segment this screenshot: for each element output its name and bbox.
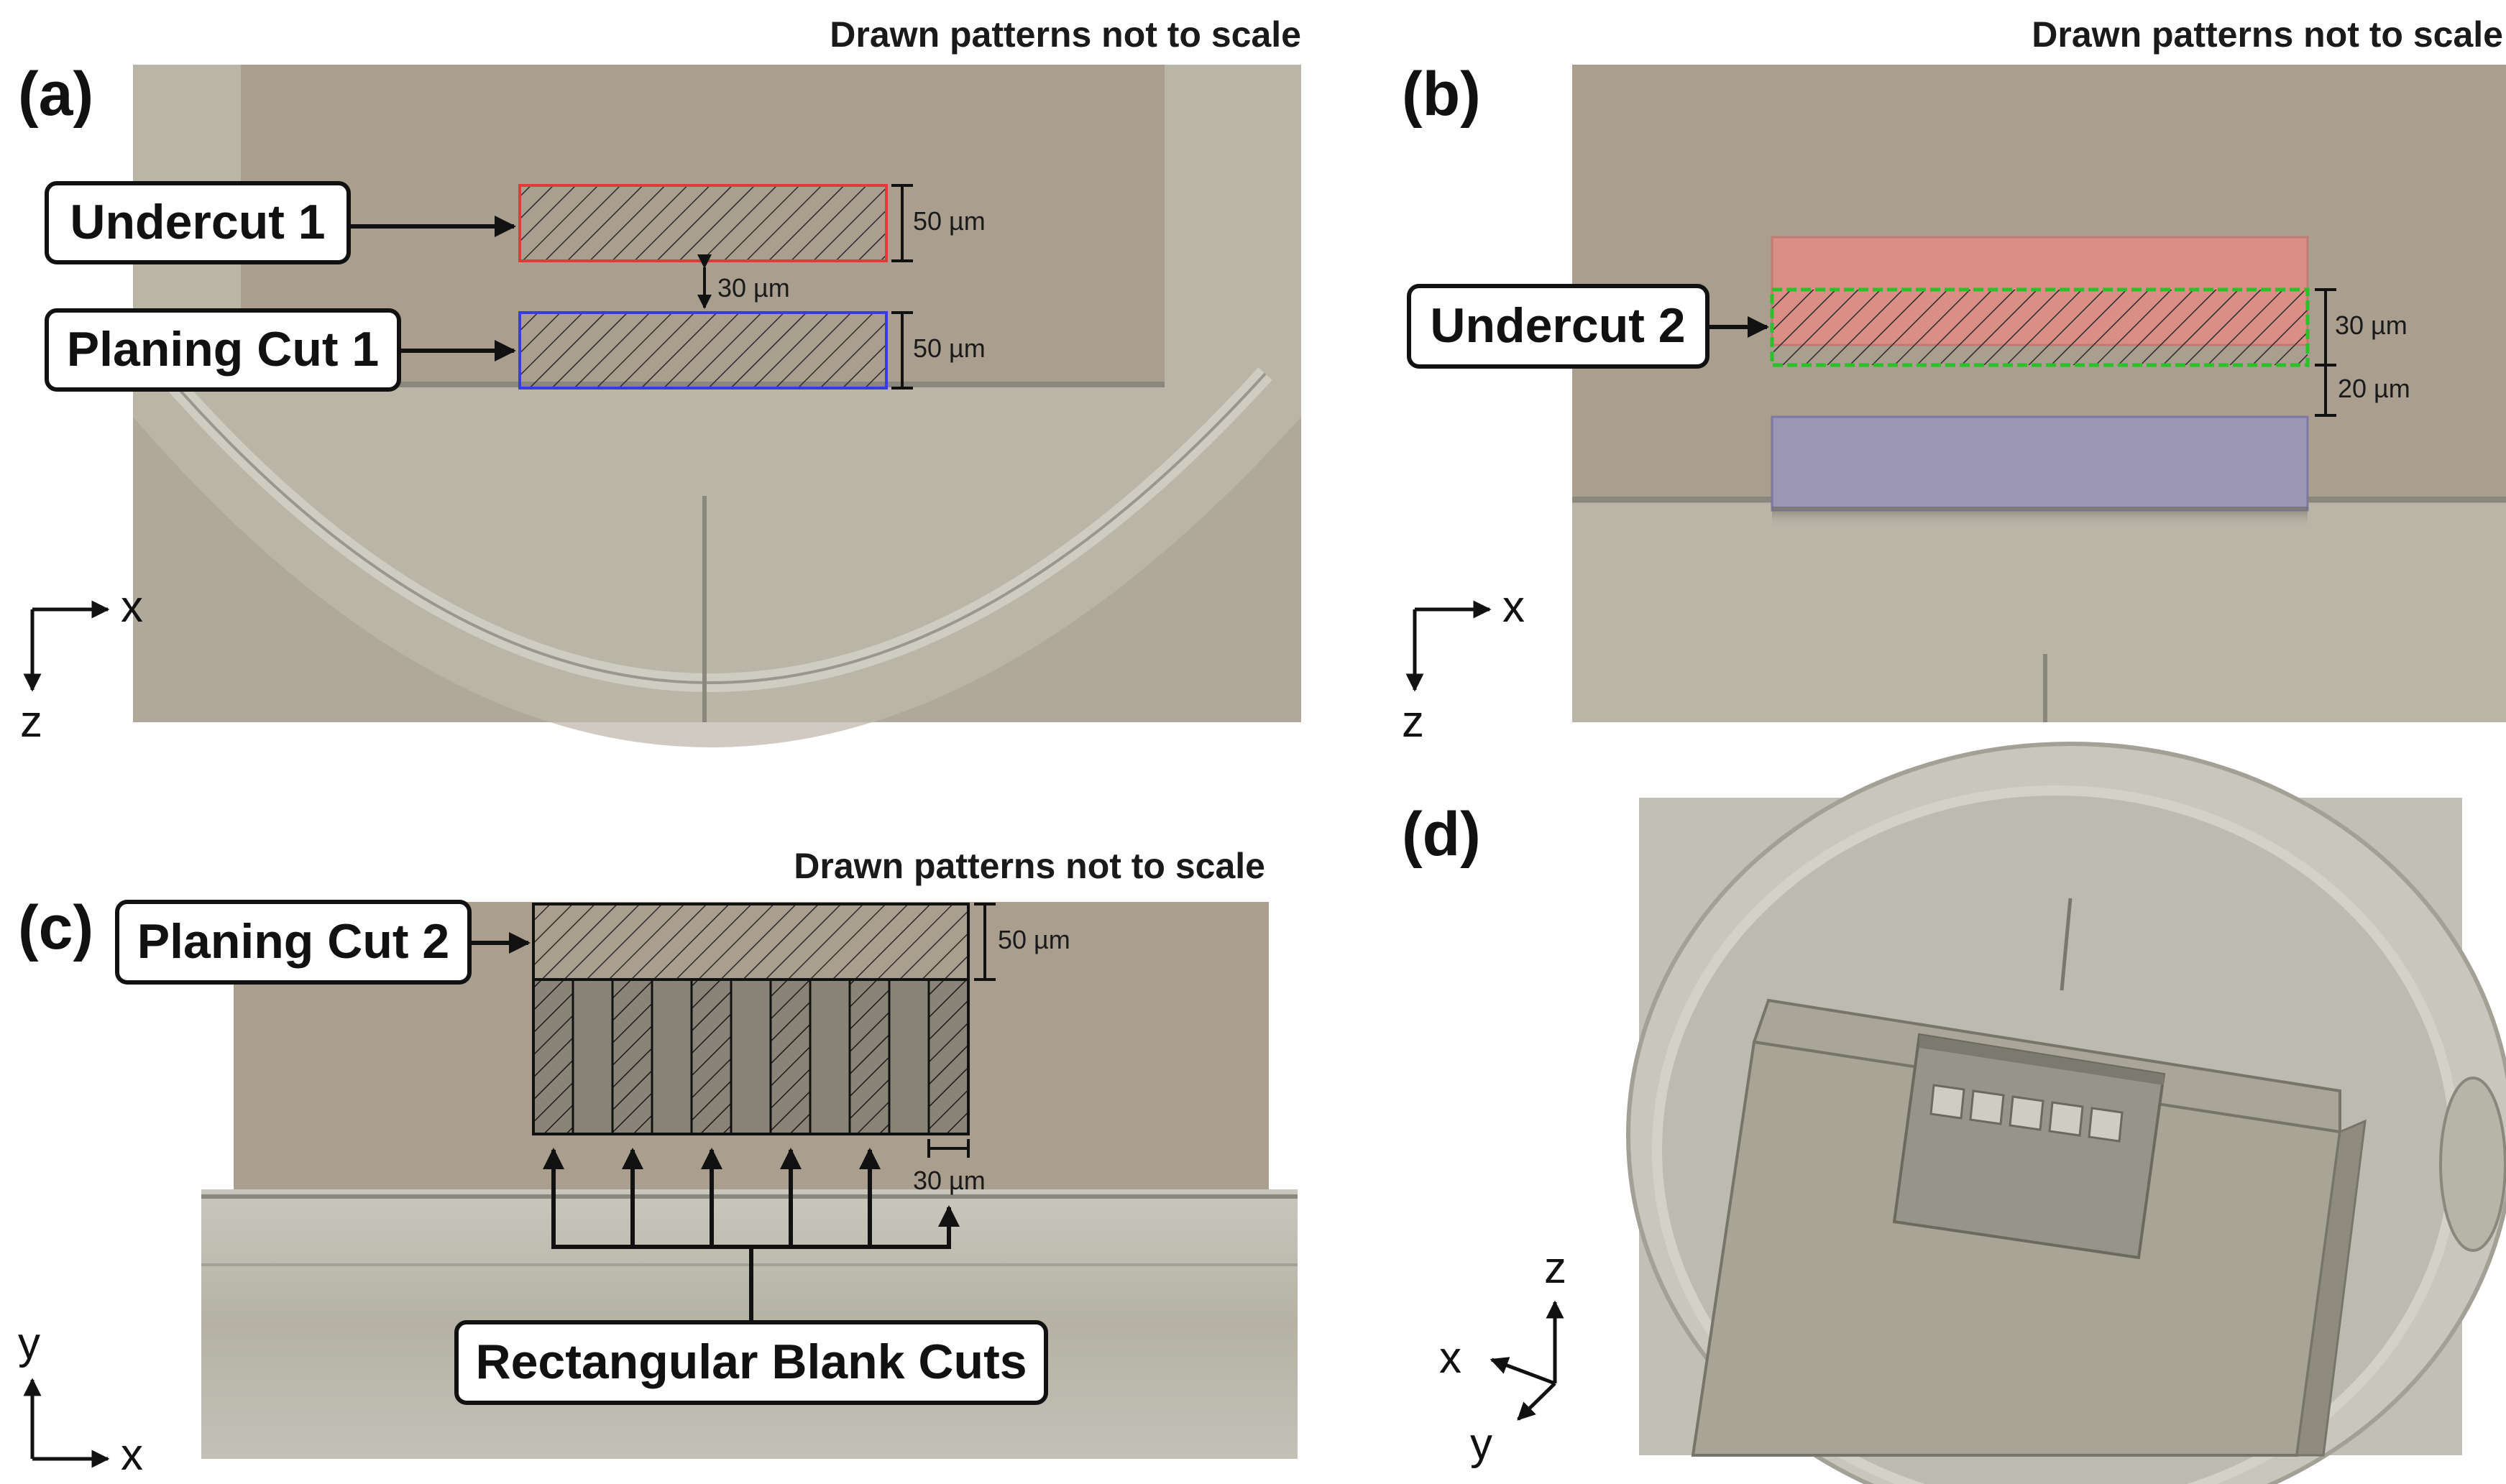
panel-d: (d) z x y [1402, 742, 2506, 1484]
callout-planing-cut-2-label: Planing Cut 2 [137, 914, 449, 969]
panel-a: 50 µm 30 µm 50 µm Undercut 1 Planing Cut… [18, 14, 1301, 747]
panel-b-lower-stage [1572, 503, 2506, 722]
panel-b-dim-1-label: 30 µm [2335, 310, 2408, 340]
panel-c: 50 µm 30 µm Rectangular Blank Cuts Plani… [18, 846, 1298, 1480]
panel-b: 30 µm 20 µm Undercut 2 (b) Drawn pattern… [1402, 14, 2506, 747]
panel-a-dim-gap-label: 30 µm [717, 273, 790, 303]
planing-cut-1-pattern [518, 311, 888, 390]
panel-a-note: Drawn patterns not to scale [830, 14, 1301, 55]
panel-b-note: Drawn patterns not to scale [2032, 14, 2503, 55]
panel-b-axes [1405, 600, 1492, 692]
panel-d-axis-y: y [1470, 1419, 1492, 1469]
cut-block [1929, 1084, 1965, 1120]
panel-d-center-line [2060, 898, 2073, 991]
cut-block [2048, 1101, 2084, 1137]
cut-block [2009, 1095, 2044, 1131]
planing-cut-2-pattern [532, 903, 970, 981]
panel-b-dim-2 [2315, 365, 2336, 417]
panel-d-axis-z: z [1544, 1243, 1566, 1293]
blank-cuts-arrow-tree [543, 1148, 960, 1322]
panel-c-dim-width-label: 30 µm [913, 1166, 986, 1195]
panel-a-axis-z: z [20, 697, 42, 747]
panel-c-letter: (c) [18, 893, 93, 962]
panel-c-axis-x: x [121, 1430, 143, 1480]
cut-block [2088, 1107, 2124, 1143]
callout-planing-cut-1-label: Planing Cut 1 [67, 322, 379, 377]
panel-d-axes [1490, 1300, 1564, 1421]
panel-b-blue-shadow [1772, 507, 2308, 528]
panel-a-letter: (a) [18, 60, 93, 129]
panel-c-dim-top [974, 903, 996, 981]
panel-a-axis-x: x [121, 582, 143, 632]
panel-c-axis-y: y [18, 1319, 40, 1368]
cut-block [1969, 1089, 2005, 1125]
panel-b-dim-2-label: 20 µm [2338, 374, 2410, 403]
panel-d-cut-blocks [1929, 1084, 2124, 1143]
panel-b-axis-x: x [1502, 582, 1525, 632]
panel-a-dim-1-label: 50 µm [913, 206, 986, 236]
panel-d-side-knob [2439, 1077, 2506, 1252]
panel-a-lower-region [133, 417, 1301, 747]
panel-c-dim-width [927, 1139, 970, 1158]
blank-cut-column [927, 978, 970, 1135]
panel-c-note: Drawn patterns not to scale [794, 846, 1265, 886]
panel-a-dim-2 [891, 311, 913, 390]
panel-a-axes [23, 600, 110, 692]
panel-b-letter: (b) [1402, 60, 1481, 129]
panel-b-axis-z: z [1402, 697, 1424, 747]
callout-undercut-1-label: Undercut 1 [70, 195, 325, 249]
panel-a-dim-2-label: 50 µm [913, 333, 986, 363]
blank-cut-column [848, 978, 891, 1135]
panel-c-blank-cut-columns [532, 978, 970, 1135]
blank-cut-column [611, 978, 653, 1135]
undercut-1-pattern [518, 184, 888, 262]
undercut-2-pattern [1770, 287, 2310, 367]
panel-d-letter: (d) [1402, 800, 1481, 869]
blank-cut-column [532, 978, 574, 1135]
callout-undercut-2-label: Undercut 2 [1430, 298, 1685, 353]
panel-c-axes [23, 1378, 110, 1468]
blank-cut-column [769, 978, 812, 1135]
panel-d-axis-x: x [1439, 1333, 1461, 1383]
panel-c-blank-cuts-bg [532, 978, 970, 1135]
callout-rectangular-blank-cuts-label: Rectangular Blank Cuts [475, 1335, 1027, 1389]
panel-c-dim-top-label: 50 µm [998, 925, 1070, 954]
callout-rectangular-blank-cuts-box [454, 1320, 1048, 1405]
callout-undercut-1-box [45, 181, 351, 264]
panel-b-blue-region [1771, 415, 2309, 512]
blank-cut-column [690, 978, 733, 1135]
panel-a-dim-1 [891, 184, 913, 262]
panel-d-block-side [2295, 1119, 2367, 1457]
